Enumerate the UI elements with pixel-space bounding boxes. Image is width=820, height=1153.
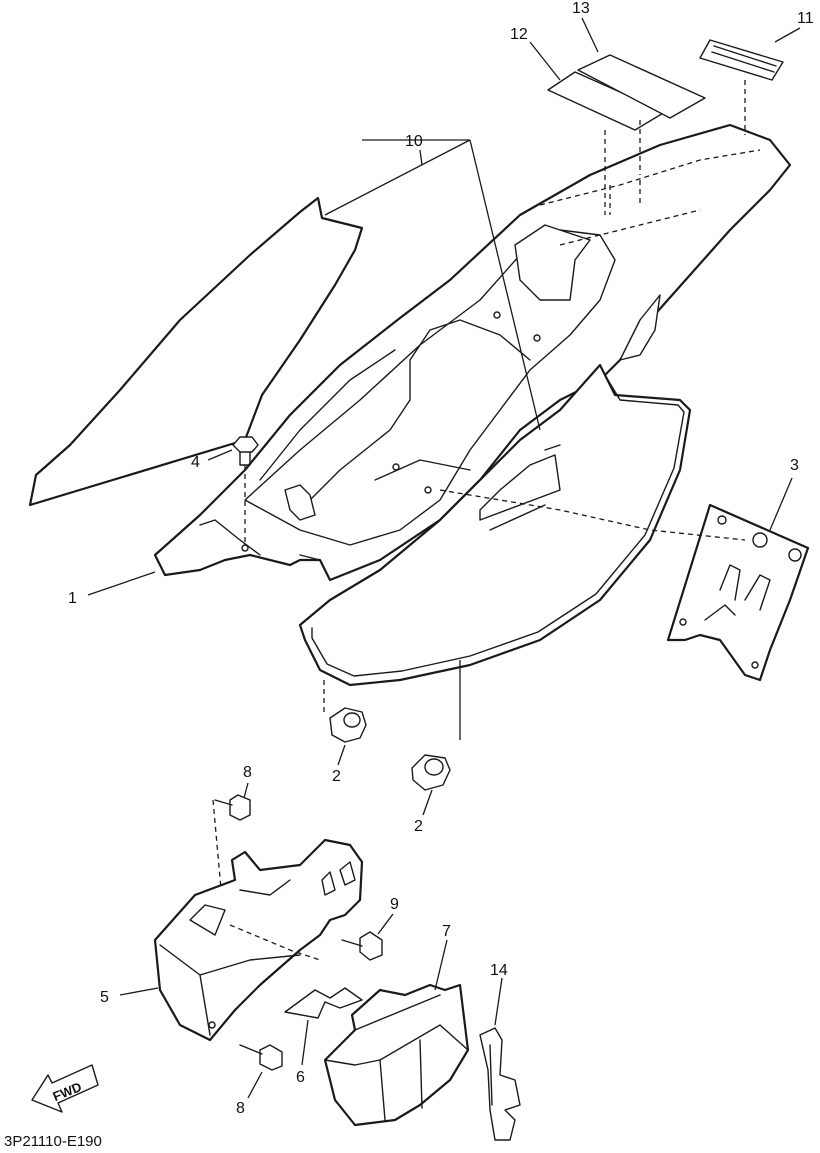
leader-lines xyxy=(87,17,801,1099)
fwd-arrow-icon: FWD xyxy=(31,1064,99,1113)
diagram-code: 3P21110-E190 xyxy=(4,1133,102,1150)
callout-6: 6 xyxy=(296,1069,305,1086)
part-14-strap xyxy=(479,1027,521,1141)
callout-13: 13 xyxy=(572,0,590,17)
part-8-bolt-lower xyxy=(239,1044,283,1071)
callout-9: 9 xyxy=(390,896,399,913)
part-3-bracket xyxy=(666,503,810,682)
callout-1: 1 xyxy=(68,590,77,607)
part-5-battery-box xyxy=(153,838,364,1042)
part-side-panel xyxy=(298,294,692,687)
part-10-side-graphic xyxy=(28,196,364,507)
part-13-pad xyxy=(577,54,706,119)
part-8-bolt-upper xyxy=(212,794,251,901)
part-9-bolt xyxy=(341,931,383,961)
callout-5: 5 xyxy=(100,989,109,1006)
part-1-seat-body xyxy=(153,123,792,582)
callout-10: 10 xyxy=(405,133,423,150)
callout-4: 4 xyxy=(191,454,200,471)
callout-14: 14 xyxy=(490,962,508,979)
callout-12: 12 xyxy=(510,26,528,43)
part-11-decal xyxy=(699,39,784,135)
callout-2-left: 2 xyxy=(332,768,341,785)
callout-7: 7 xyxy=(442,923,451,940)
part-2-grommet-left xyxy=(323,680,367,743)
callout-11: 11 xyxy=(797,10,814,27)
part-7-battery xyxy=(323,983,470,1127)
callout-8-upper: 8 xyxy=(243,764,252,781)
part-4-bolt xyxy=(232,436,259,552)
part-6-plate xyxy=(284,987,363,1019)
callout-8-lower: 8 xyxy=(236,1100,245,1117)
part-2-grommet-right xyxy=(411,660,461,791)
callout-3: 3 xyxy=(790,457,799,474)
callout-2-right: 2 xyxy=(414,818,423,835)
